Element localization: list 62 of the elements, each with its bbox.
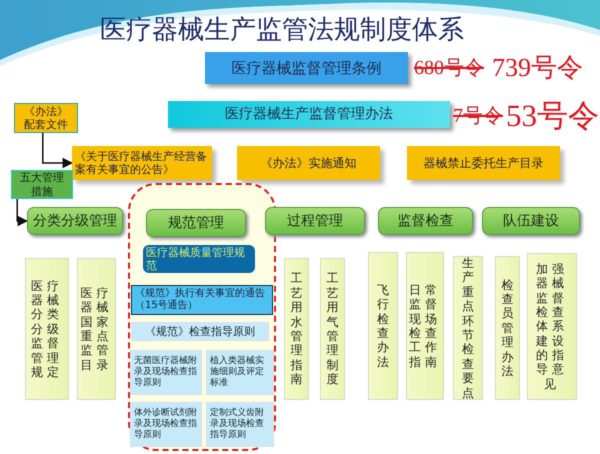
node-text: 过程管理 xyxy=(286,212,344,230)
document-box xyxy=(527,253,577,400)
measure-box xyxy=(378,207,473,235)
document-box xyxy=(131,285,273,315)
document-box xyxy=(131,322,269,341)
node-text: 规范管理 xyxy=(167,214,225,232)
measure-box xyxy=(265,207,365,235)
node-text: 《关于医疗器械生产经营备案有关事宜的公告》 xyxy=(74,150,208,176)
node-text: 体外诊断试剂附录及现场检查指导原则 xyxy=(133,408,198,441)
arrow xyxy=(42,133,74,168)
document-box xyxy=(206,350,274,395)
measure-box xyxy=(168,101,450,128)
node-text: 加强器械监督检查体系建设的指导意见 xyxy=(536,262,568,392)
document-box xyxy=(407,146,560,180)
node-text: 飞行检查办法 xyxy=(376,282,390,370)
node-text: 《规范》检查指导原则 xyxy=(144,324,256,338)
order-number: 7号令 xyxy=(453,104,503,129)
node-text: 工艺用气管理制度 xyxy=(326,271,340,387)
arrow xyxy=(16,199,28,226)
node-text: 医疗器械监督管理条例 xyxy=(230,59,382,77)
node-text: 《办法》实施通知 xyxy=(260,156,358,170)
order-number: 680号令 xyxy=(414,56,484,81)
measure-box xyxy=(27,207,123,235)
document-box xyxy=(284,258,309,400)
node-text: 医疗器械生产监督管理办法 xyxy=(224,106,394,123)
node-text: 日常监督现场检查工作指南 xyxy=(409,282,441,370)
node-text: 《规范》执行有关事宜的通告（15号通告） xyxy=(134,288,266,312)
order-number: 739号令 xyxy=(492,52,583,84)
node-text: 工艺用水管理指南 xyxy=(290,271,304,387)
node-text: 队伍建设 xyxy=(502,212,560,230)
document-box xyxy=(453,256,483,400)
document-box xyxy=(237,146,380,180)
document-box xyxy=(25,258,69,400)
node-text: 检查员管理办法 xyxy=(500,278,514,378)
node-text: 医疗器械质量管理规范 xyxy=(145,246,246,272)
document-box xyxy=(206,402,274,447)
node-text: 生产重点环节检查要点 xyxy=(461,256,475,400)
measure-box xyxy=(146,209,246,237)
node-text: 植入类器械实施细则及评定标准 xyxy=(209,356,265,389)
regulation-box xyxy=(205,52,408,84)
node-text: 五大管理措施 xyxy=(19,171,65,198)
group-box xyxy=(128,183,276,451)
document-box xyxy=(406,252,444,400)
title: 医疗器械生产监管法规制度体系 xyxy=(100,14,464,47)
order-number: 53号令 xyxy=(506,97,599,135)
document-box xyxy=(495,256,520,400)
node-text: 器械禁止委托生产目录 xyxy=(422,156,544,170)
node-text: 分类分级管理 xyxy=(32,212,118,230)
node-text: 监督检查 xyxy=(396,212,454,230)
node-text: 《办法》配套文件 xyxy=(23,104,69,132)
document-box xyxy=(130,350,202,395)
document-box xyxy=(130,402,202,447)
document-box xyxy=(368,252,398,400)
category-box xyxy=(11,170,73,199)
node-text: 无菌医疗器械附录及现场检查指导原则 xyxy=(133,356,198,389)
node-text: 医疗器械国家重点监管目录 xyxy=(80,286,112,372)
node-text: 医疗器械分类分级监督管理规定 xyxy=(31,278,63,380)
measure-box xyxy=(482,207,580,235)
document-box xyxy=(320,258,345,400)
node-text: 定制式义齿附录及现场检查指导原则 xyxy=(209,408,265,441)
document-box xyxy=(77,258,116,400)
category-box xyxy=(14,103,78,133)
